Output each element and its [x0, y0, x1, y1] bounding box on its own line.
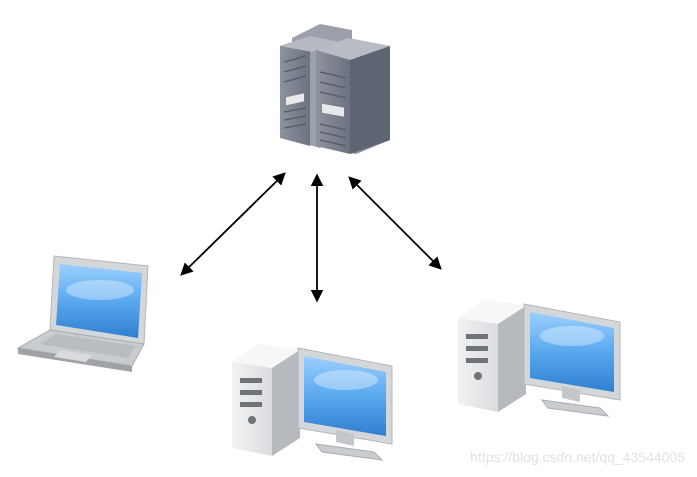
- arrow-server-laptop: [180, 172, 286, 276]
- server-icon: [280, 24, 390, 154]
- laptop-icon: [16, 255, 149, 372]
- desktop-icon: [232, 344, 393, 461]
- connection-arrows: [180, 172, 442, 303]
- desktop-icon: [458, 300, 621, 417]
- watermark-text: https://blog.csdn.net/qq_43544005: [470, 449, 685, 465]
- arrow-server-desktop-right: [348, 176, 442, 270]
